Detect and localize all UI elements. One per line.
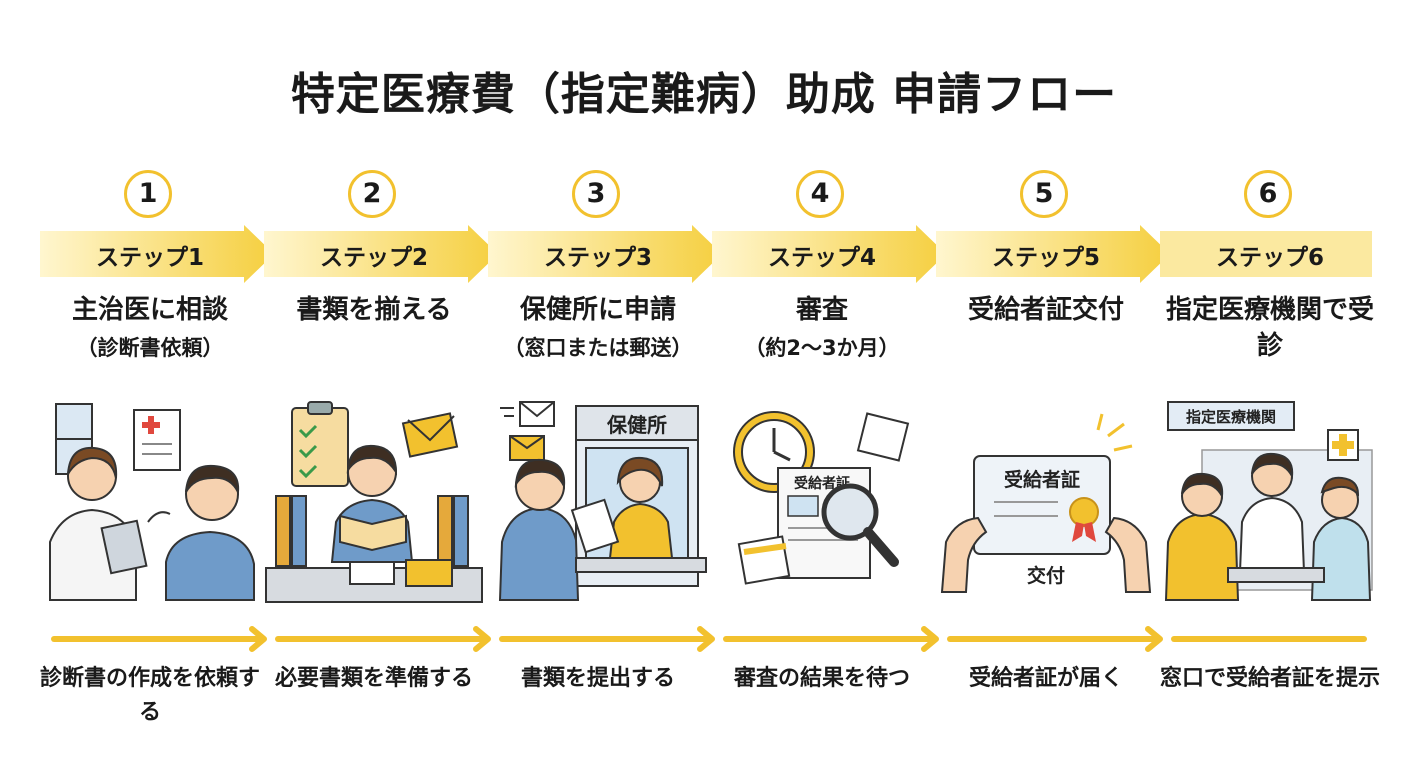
step-band xyxy=(40,225,1372,283)
step-column-2: 2 ステップ2 書類を揃える 必要書類を準備する xyxy=(264,0,491,768)
step-number-2: 2 xyxy=(348,170,396,218)
step-column-6: 6 ステップ6 指定医療機関で受診 指定医療機関 窓口で受給者証を提示 xyxy=(1160,0,1380,768)
step-label-1: ステップ1 xyxy=(95,245,204,271)
step-desc-5: 受給者証が届く xyxy=(968,666,1123,691)
certificate-issuance-illustration: 受給者証 交付 xyxy=(940,413,1152,593)
certificate-caption: 交付 xyxy=(1027,564,1065,587)
step-desc-6: 窓口で受給者証を提示 xyxy=(1160,666,1381,691)
step-sub-1: （診断書依頼） xyxy=(76,336,224,360)
medical-institution-visit-illustration: 指定医療機関 xyxy=(1164,401,1373,601)
step-desc-1: 診断書の作成を依頼する xyxy=(40,666,261,725)
progress-arrow-2 xyxy=(275,626,491,652)
band-segment-4 xyxy=(712,225,946,283)
step-heading-1: 主治医に相談 xyxy=(71,295,228,325)
step-label-4: ステップ4 xyxy=(767,245,876,271)
step-heading-5: 受給者証交付 xyxy=(967,295,1124,325)
step-heading-6: 指定医療機関で受診 xyxy=(1165,295,1374,361)
step-column-1: 1 ステップ1 主治医に相談 （診断書依頼） 診断書の作成を依頼する xyxy=(40,0,267,768)
step-number-6: 6 xyxy=(1244,170,1292,218)
step-label-2: ステップ2 xyxy=(319,245,428,271)
progress-arrow-1 xyxy=(51,626,267,652)
step-sub-3: （窓口または郵送） xyxy=(503,336,693,360)
step-number-5: 5 xyxy=(1020,170,1068,218)
progress-line-6 xyxy=(1171,636,1367,642)
step-sub-4: （約2〜3か月） xyxy=(744,336,900,360)
step-number-1: 1 xyxy=(124,170,172,218)
band-segment-1 xyxy=(40,225,274,283)
step-desc-4: 審査の結果を待つ xyxy=(733,666,910,691)
health-center-sign: 保健所 xyxy=(606,413,667,437)
doctor-consultation-illustration xyxy=(49,403,255,601)
step-desc-3: 書類を提出する xyxy=(520,666,675,691)
step-number-4: 4 xyxy=(796,170,844,218)
band-segment-6 xyxy=(1160,231,1372,277)
step-column-3: 3 ステップ3 保健所に申請 （窓口または郵送） 保健所 書類を提出する xyxy=(488,0,715,768)
step-heading-2: 書類を揃える xyxy=(296,295,452,325)
health-center-application-illustration: 保健所 xyxy=(498,401,707,601)
certificate-title: 受給者証 xyxy=(1004,468,1080,491)
step-heading-4: 審査 xyxy=(795,295,848,325)
progress-arrow-3 xyxy=(499,626,715,652)
step-label-6: ステップ6 xyxy=(1215,245,1324,271)
documents-preparation-illustration xyxy=(265,401,483,603)
step-column-5: 5 ステップ5 受給者証交付 受給者証 交付 受給者証が届く xyxy=(936,0,1163,768)
band-segment-3 xyxy=(488,225,722,283)
band-segment-5 xyxy=(936,225,1170,283)
step-column-4: 4 ステップ4 審査 （約2〜3か月） 受給者証 審査の結果を待つ xyxy=(712,0,939,768)
progress-arrow-4 xyxy=(723,626,939,652)
step-heading-3: 保健所に申請 xyxy=(519,295,676,325)
step-desc-2: 必要書類を準備する xyxy=(274,666,473,691)
step-number-3: 3 xyxy=(572,170,620,218)
step-label-3: ステップ3 xyxy=(543,245,652,271)
page-title: 特定医療費（指定難病）助成 申請フロー xyxy=(290,69,1118,120)
step-label-5: ステップ5 xyxy=(991,245,1100,271)
review-illustration: 受給者証 xyxy=(733,411,910,585)
clinic-sign: 指定医療機関 xyxy=(1186,408,1276,426)
progress-arrow-5 xyxy=(947,626,1163,652)
band-segment-2 xyxy=(264,225,498,283)
